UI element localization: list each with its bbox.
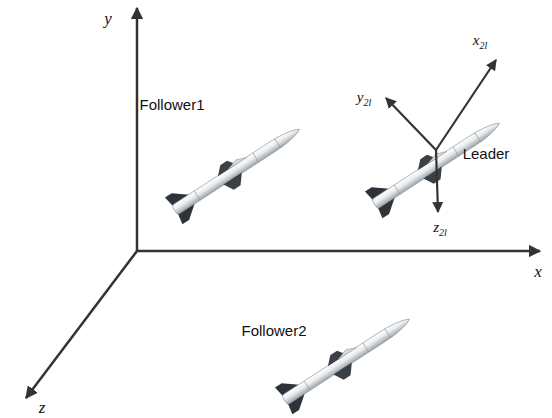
missile-label: Leader [463,146,510,161]
world-axes [26,8,540,398]
axis-label: x [534,263,542,280]
body-axis-label: x2l [473,33,487,51]
body-axes [386,60,496,212]
axis-label: z [39,398,46,415]
body-axis-label: z2l [433,220,447,238]
axis-label: y [104,10,112,27]
missile-label: Follower1 [139,97,204,112]
body-axis-label: y2l [357,90,371,108]
follower1-missile [165,116,308,225]
missile-label: Follower2 [241,323,306,338]
leader-missile [365,110,508,219]
